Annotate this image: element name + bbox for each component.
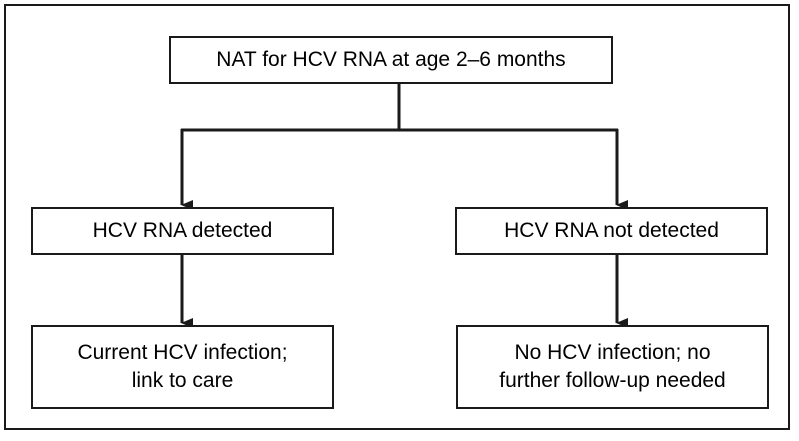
node-rna-detected: HCV RNA detected	[31, 207, 334, 255]
node-rna-detected-label: HCV RNA detected	[92, 219, 273, 242]
node-current-infection-label: Current HCV infection; link to care	[77, 341, 288, 392]
diagram-frame	[4, 4, 790, 430]
node-current-infection: Current HCV infection; link to care	[31, 325, 334, 409]
node-rna-not-detected: HCV RNA not detected	[455, 207, 768, 255]
node-nat-test-label: NAT for HCV RNA at age 2–6 months	[216, 48, 566, 71]
node-nat-test: NAT for HCV RNA at age 2–6 months	[169, 36, 613, 84]
node-rna-not-detected-label: HCV RNA not detected	[504, 219, 719, 242]
node-no-infection: No HCV infection; no further follow-up n…	[456, 325, 769, 409]
node-no-infection-label: No HCV infection; no further follow-up n…	[499, 341, 726, 392]
